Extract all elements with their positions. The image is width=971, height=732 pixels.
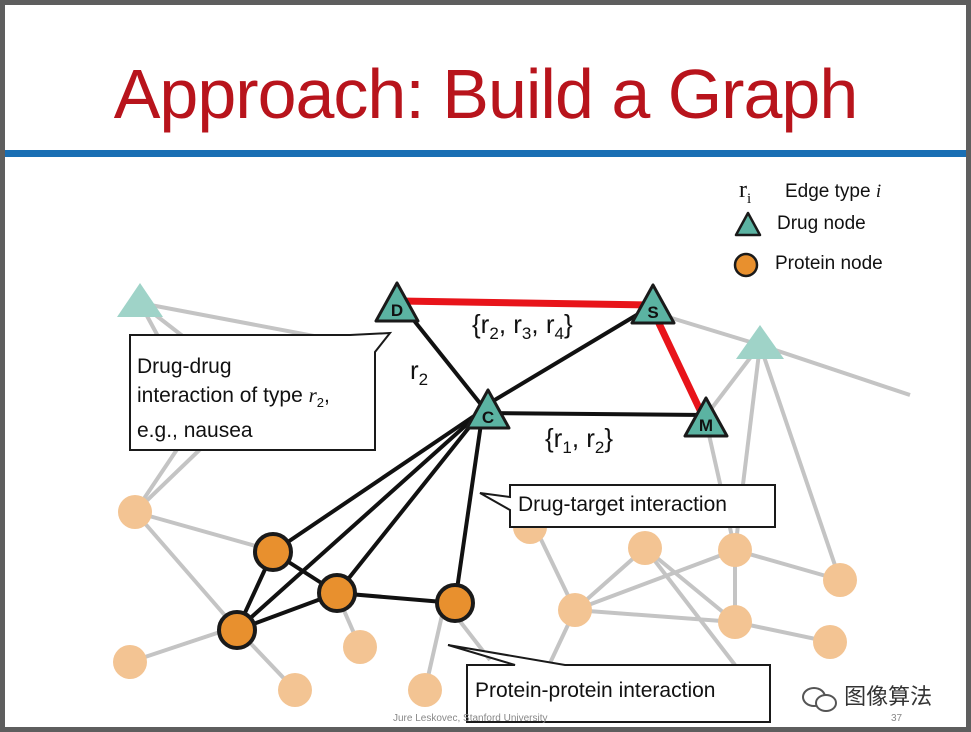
legend-drug-triangle: [734, 211, 762, 237]
drug-node-s: [630, 283, 676, 325]
wechat-icon: [802, 685, 838, 713]
protein-nodes: [217, 532, 475, 650]
footer-page-number: 37: [891, 713, 903, 724]
background-drug-nodes: [117, 283, 784, 359]
legend-drug-label: Drug node: [777, 213, 866, 234]
edge-label-ds: {r2, r3, r4}: [472, 309, 573, 343]
highlighted-edges: [399, 297, 704, 412]
callout-drug-drug-line3: e.g., nausea: [137, 419, 253, 443]
callout-drug-drug-box: [129, 331, 393, 451]
legend-protein-circle: [733, 252, 759, 278]
legend-protein-label: Protein node: [775, 253, 883, 274]
edge-label-cm: {r1, r2}: [545, 423, 613, 457]
callout-drug-drug-line2: interaction of type r2,: [137, 383, 330, 411]
node-label-m: M: [699, 416, 713, 435]
callout-drug-drug-line1: Drug-drug: [137, 355, 232, 378]
drug-node-c: [465, 388, 511, 430]
background-protein-nodes: [113, 495, 857, 707]
callout-protein-protein-box: [447, 644, 771, 723]
edge-label-dc: r2: [410, 355, 428, 389]
watermark-text: 图像算法: [844, 684, 933, 709]
drug-node-m: [683, 396, 729, 438]
footer-author: Jure Leskovec, Stanford University: [393, 713, 548, 724]
node-label-c: C: [482, 408, 494, 427]
title-divider: [5, 150, 966, 157]
interaction-edges: [235, 301, 706, 632]
drug-node-d: [374, 281, 420, 323]
node-label-d: D: [391, 301, 403, 320]
callout-drug-target-text: Drug-target interaction: [518, 493, 727, 516]
slide: Approach: Build a Graph: [5, 5, 966, 727]
callout-drug-drug-text: Drug-drug interaction of type r2, e.g., …: [137, 353, 330, 445]
callout-drug-target-box: [479, 484, 776, 528]
callout-protein-protein-text: Protein-protein interaction: [475, 679, 716, 702]
legend-edge-label: Edge type i: [785, 181, 882, 202]
node-label-s: S: [647, 303, 658, 322]
graph-diagram: D S C M {r2, r3, r4} r2 {r1, r2}: [113, 211, 911, 723]
watermark: 图像算法: [802, 679, 933, 713]
legend-edge-symbol: ri: [739, 177, 752, 207]
slide-title: Approach: Build a Graph: [113, 55, 859, 133]
